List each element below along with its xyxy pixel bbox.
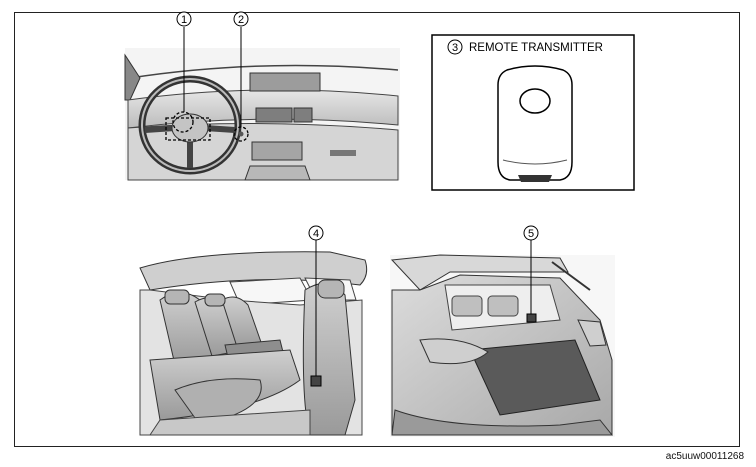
callout-4: 4 <box>308 225 324 241</box>
antenna-5-marker <box>526 313 537 323</box>
callout-4-number: 4 <box>313 228 319 240</box>
callout-2: 2 <box>233 11 249 27</box>
figure-frame <box>14 12 740 447</box>
figure-code: ac5uuw00011268 <box>665 451 744 462</box>
callout-5-number: 5 <box>528 228 534 240</box>
callout-3-label: REMOTE TRANSMITTER <box>469 42 603 54</box>
callout-1: 1 <box>176 11 192 27</box>
callout-5: 5 <box>523 225 539 241</box>
callout-3-number: 3 <box>452 42 458 54</box>
remote-transmitter-panel: 3 REMOTE TRANSMITTER <box>431 34 635 191</box>
cargo-area-illustration <box>390 240 615 437</box>
rear-seat-illustration <box>139 240 368 436</box>
callout-1-number: 1 <box>181 14 187 26</box>
callout-3 <box>447 39 463 55</box>
dashboard-illustration <box>124 27 400 181</box>
callout-2-number: 2 <box>238 14 244 26</box>
antenna-4-marker <box>310 375 322 387</box>
key-fob-icon <box>497 65 573 182</box>
